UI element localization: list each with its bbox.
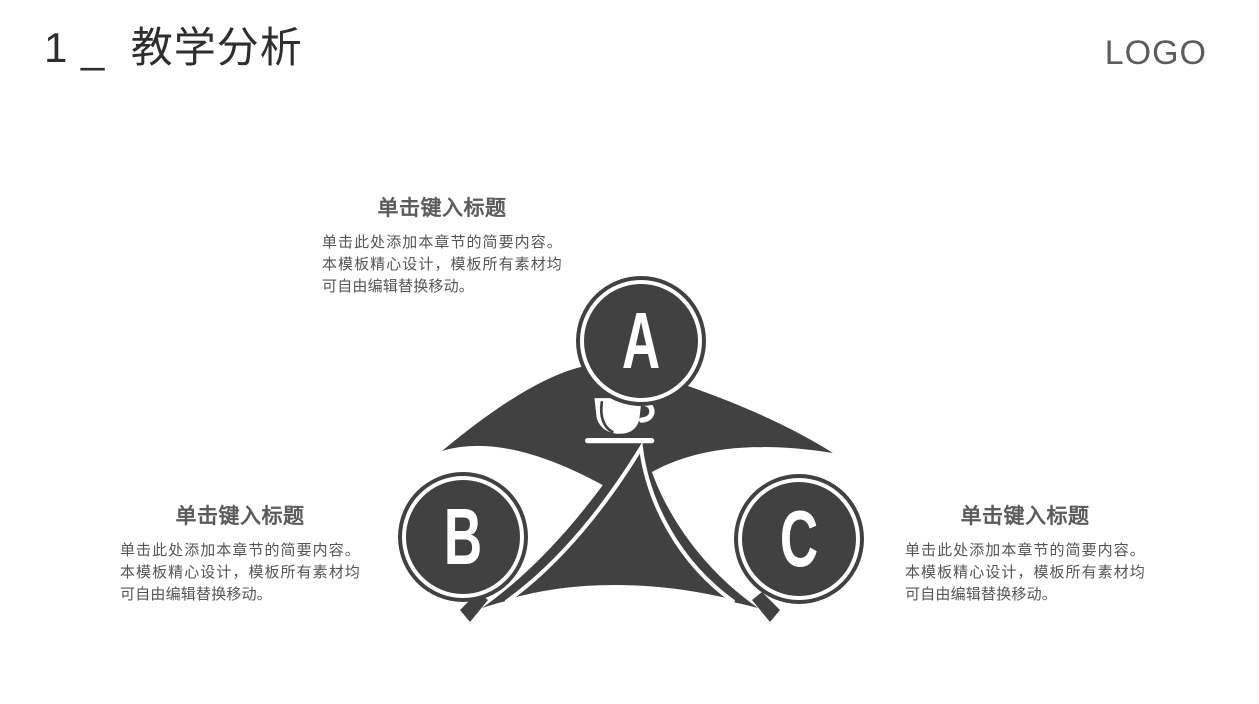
- text-block-b-body: 单击此处添加本章节的简要内容。本模板精心设计，模板所有素材均可自由编辑替换移动。: [120, 542, 360, 603]
- diagram-node-b[interactable]: B: [398, 472, 528, 602]
- node-b-fill: [409, 483, 517, 591]
- triangle-diagram: A B C: [370, 130, 890, 630]
- node-a-fill: [587, 287, 695, 395]
- text-block-c[interactable]: 单击键入标题 单击此处添加本章节的简要内容。本模板精心设计，模板所有素材均可自由…: [905, 503, 1145, 606]
- diagram-svg: A B C: [398, 276, 864, 622]
- text-block-b[interactable]: 单击键入标题 单击此处添加本章节的简要内容。本模板精心设计，模板所有素材均可自由…: [120, 503, 360, 606]
- text-block-a[interactable]: 单击键入标题 单击此处添加本章节的简要内容。本模板精心设计，模板所有素材均可自由…: [322, 195, 562, 298]
- logo-placeholder: LOGO: [1104, 34, 1207, 72]
- diagram-node-c[interactable]: C: [734, 474, 864, 604]
- text-block-c-title: 单击键入标题: [960, 505, 1090, 528]
- diagram-node-a[interactable]: A: [576, 276, 706, 406]
- connector-arm-left: [460, 592, 488, 622]
- node-b-label: B: [444, 492, 482, 582]
- page-title: 1 _ 教学分析: [44, 24, 303, 71]
- node-c-fill: [745, 485, 853, 593]
- slide-header: 1 _ 教学分析 LOGO: [0, 0, 1259, 100]
- node-a-inner-ring: [580, 280, 702, 402]
- connector-arm-right: [752, 592, 780, 622]
- text-block-a-title: 单击键入标题: [377, 197, 507, 220]
- text-block-c-body: 单击此处添加本章节的简要内容。本模板精心设计，模板所有素材均可自由编辑替换移动。: [905, 542, 1145, 603]
- connector-arm-top: [632, 422, 650, 442]
- connector-triangle: [442, 363, 833, 622]
- text-block-a-body: 单击此处添加本章节的简要内容。本模板精心设计，模板所有素材均可自由编辑替换移动。: [322, 234, 562, 295]
- node-a-label: A: [622, 296, 660, 386]
- node-b-inner-ring: [402, 476, 524, 598]
- node-c-label: C: [780, 494, 818, 584]
- node-c-inner-ring: [738, 478, 860, 600]
- connector-triangle-inner-outline: [504, 442, 736, 604]
- text-block-b-title: 单击键入标题: [175, 505, 305, 528]
